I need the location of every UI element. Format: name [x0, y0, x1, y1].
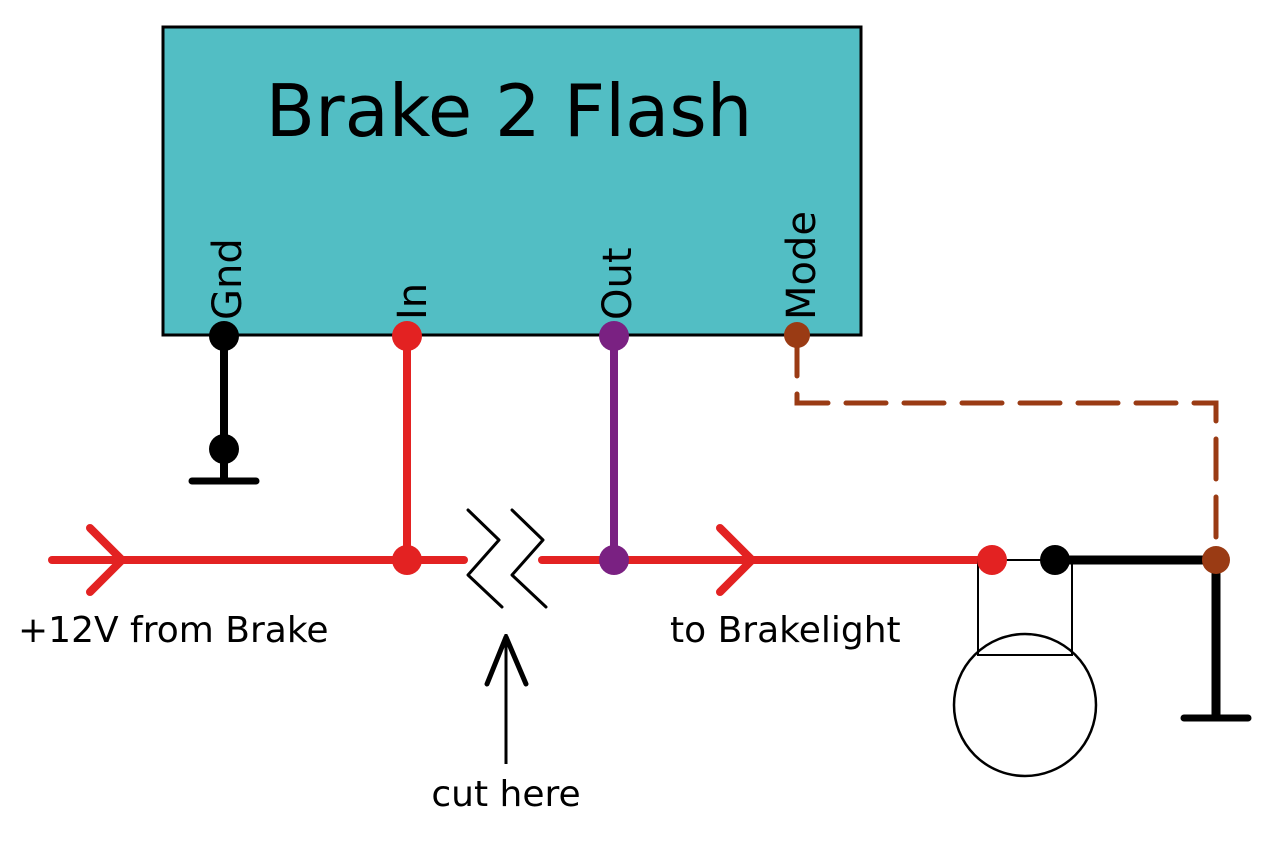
- in-junction-node: [392, 545, 422, 575]
- out-junction-node: [599, 545, 629, 575]
- brake-light-bulb-icon: [952, 559, 1098, 778]
- pin-out-node: [599, 321, 629, 351]
- pin-label-out: Out: [595, 247, 641, 320]
- lamp-negative-node: [1040, 545, 1070, 575]
- ground-node: [209, 434, 239, 464]
- mode-wire: [794, 333, 1219, 563]
- arrow-in-icon: [86, 524, 126, 596]
- pin-gnd-node: [209, 321, 239, 351]
- cut-arrow-head-icon: [484, 634, 529, 687]
- arrow-out-icon: [716, 524, 756, 596]
- wire-cut-break-icon: [466, 508, 548, 609]
- mode-ground-junction-node: [1202, 546, 1230, 574]
- cut-label: cut here: [431, 774, 580, 815]
- brake-2-flash-module: [161, 25, 863, 337]
- module-title: Brake 2 Flash: [266, 69, 753, 153]
- pin-mode-node: [784, 322, 810, 348]
- destination-label: to Brakelight: [670, 610, 901, 651]
- pin-label-mode: Mode: [779, 211, 825, 320]
- pin-label-gnd: Gnd: [205, 238, 251, 320]
- pin-label-in: In: [390, 283, 436, 320]
- pin-in-node: [392, 321, 422, 351]
- lamp-positive-node: [977, 545, 1007, 575]
- source-label: +12V from Brake: [18, 610, 329, 651]
